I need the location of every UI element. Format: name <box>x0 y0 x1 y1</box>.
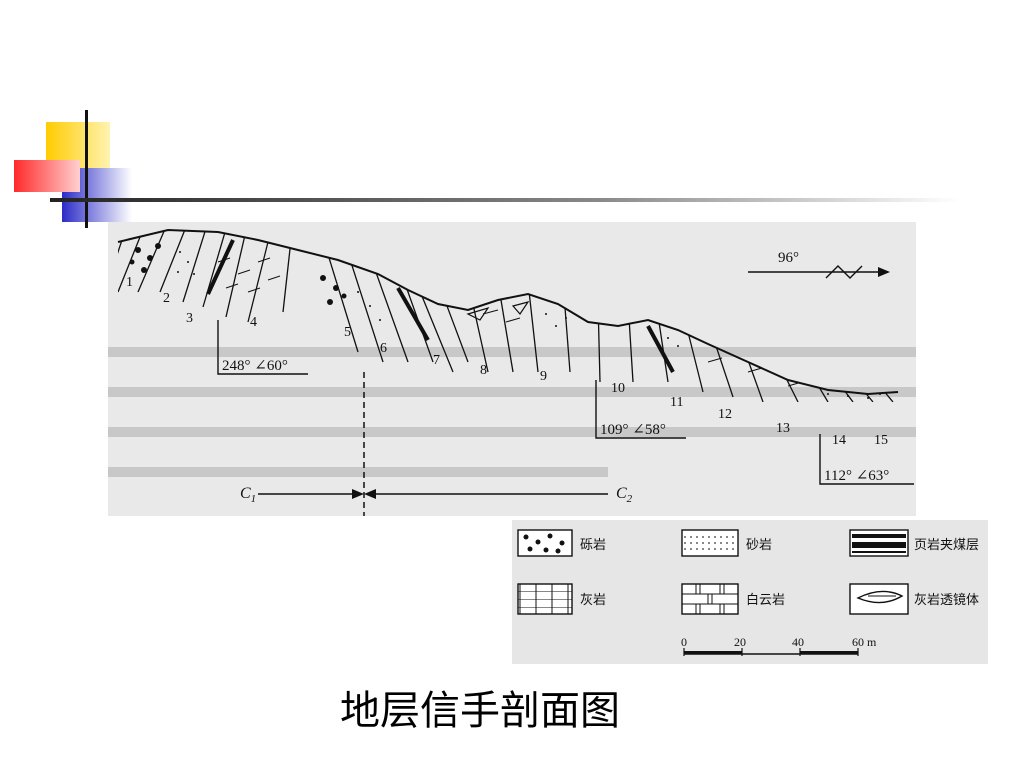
layer-number: 4 <box>250 315 257 330</box>
legend-label: 页岩夹煤层 <box>914 537 979 552</box>
legend-label: 灰岩透镜体 <box>914 592 979 607</box>
legend-label: 砂岩 <box>746 537 772 552</box>
layer-number: 15 <box>874 433 888 448</box>
vertical-rule <box>85 110 88 228</box>
c2-label: C <box>616 485 627 502</box>
layer-number: 8 <box>480 363 487 378</box>
layer-number: 7 <box>433 353 440 368</box>
layer-number: 9 <box>540 369 547 384</box>
layer-number: 1 <box>126 275 133 290</box>
legend-sandstone: 砂岩 <box>681 529 772 557</box>
strike-arrow: 96° <box>748 250 890 279</box>
red-square <box>14 160 80 192</box>
layer-number: 14 <box>832 433 846 448</box>
attitude-112: 112° ∠63° <box>824 468 889 484</box>
horizontal-rule <box>50 198 960 202</box>
layer-number: 6 <box>380 341 387 356</box>
legend-conglomerate: 砾岩 <box>517 529 606 557</box>
layer-number: 2 <box>163 291 170 306</box>
attitude-labels: 248° ∠60° 109° ∠58° 112° ∠63° <box>222 358 889 484</box>
layer-number: 10 <box>611 381 625 396</box>
section-drawing: 1 2 3 4 5 6 7 8 9 10 11 12 13 14 15 <box>108 228 916 516</box>
legend-label: 灰岩 <box>580 592 606 607</box>
layer-number: 13 <box>776 421 790 436</box>
scale-tick: 40 <box>792 635 804 649</box>
legend-dolomite: 白云岩 <box>681 583 785 615</box>
layer-number: 5 <box>344 325 351 340</box>
layer-number: 11 <box>670 395 683 410</box>
ground-profile <box>117 228 899 396</box>
legend-label: 白云岩 <box>746 592 785 607</box>
legend-limestone-lens: 灰岩透镜体 <box>849 583 979 615</box>
legend-shale-coal: 页岩夹煤层 <box>849 529 979 557</box>
layer-labels: 1 2 3 4 5 6 7 8 9 10 11 12 13 14 15 <box>126 275 888 448</box>
svg-text:C2: C2 <box>616 485 633 505</box>
layer-number: 12 <box>718 407 732 422</box>
slide-caption: 地层信手剖面图 <box>340 688 620 733</box>
attitude-248: 248° ∠60° <box>222 358 288 374</box>
attitude-109: 109° ∠58° <box>600 422 666 438</box>
svg-text:C1: C1 <box>240 485 256 505</box>
c2-subscript: 2 <box>627 493 633 505</box>
strike-label: 96° <box>778 250 799 266</box>
legend-limestone: 灰岩 <box>517 583 606 615</box>
slide-decoration <box>14 110 960 228</box>
background-text-noise <box>108 347 916 477</box>
scale-tick: 0 <box>681 635 687 649</box>
scale-bar: 0 20 40 60 m <box>681 635 877 656</box>
c-arrows: C1 C2 <box>240 485 633 505</box>
c1-label: C <box>240 485 251 502</box>
attitude-brackets <box>217 320 914 485</box>
layer-number: 3 <box>186 311 193 326</box>
legend-drawing: 砾岩 砂岩 页岩夹煤层 灰岩 <box>517 529 979 656</box>
legend: 砾岩 砂岩 页岩夹煤层 灰岩 <box>512 520 988 664</box>
scale-tick: 60 m <box>852 635 877 649</box>
legend-label: 砾岩 <box>580 537 606 552</box>
scale-tick: 20 <box>734 635 746 649</box>
c1-subscript: 1 <box>251 493 257 505</box>
geologic-section: 1 2 3 4 5 6 7 8 9 10 11 12 13 14 15 <box>108 222 916 516</box>
